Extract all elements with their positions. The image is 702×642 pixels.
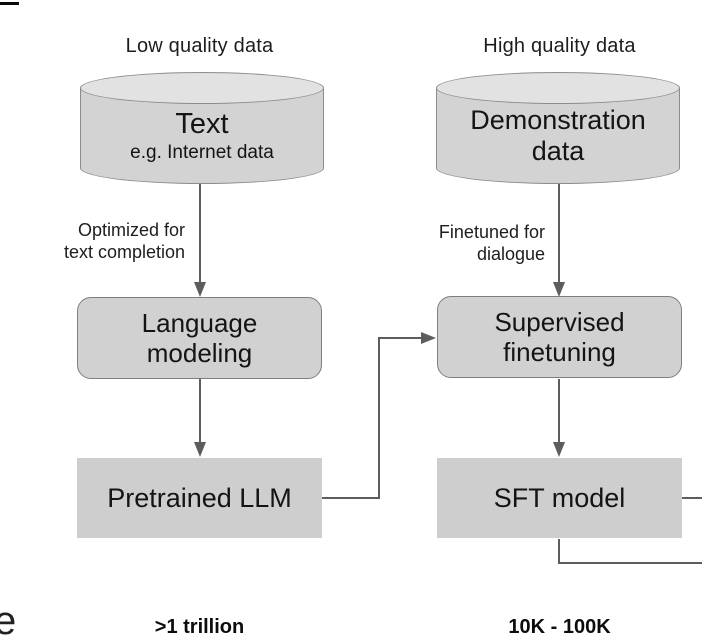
arrow-down-icon: [553, 282, 565, 297]
process-label-line1: Language: [141, 308, 258, 338]
edge-label-line2: dialogue: [476, 244, 545, 264]
datastore-title: Demonstration: [470, 105, 646, 135]
connector-shaft: [199, 379, 201, 443]
result-label: SFT model: [493, 482, 626, 513]
datastore-demonstration-labels: Demonstration data: [436, 72, 680, 184]
process-box-language-modeling: Language modeling: [77, 297, 322, 379]
cropped-text-fragment: e: [0, 599, 17, 642]
datastore-text-cylinder: Text e.g. Internet data: [80, 72, 324, 184]
arrow-down-icon: [553, 442, 565, 457]
edge-label-line2: text completion: [63, 242, 185, 262]
datastore-text-labels: Text e.g. Internet data: [80, 72, 324, 184]
scale-label-sft: 10K - 100K: [508, 616, 611, 638]
connector-shaft: [558, 184, 560, 283]
cropped-line-fragment: [0, 2, 19, 5]
quality-label-high: High quality data: [483, 35, 636, 57]
result-box-pretrained-llm: Pretrained LLM: [77, 458, 322, 538]
process-label-line1: Supervised: [494, 307, 625, 337]
connector-elbow-vertical: [378, 337, 380, 499]
process-label-line2: finetuning: [503, 337, 616, 367]
datastore-title: Text: [175, 108, 229, 140]
arrow-down-icon: [194, 282, 206, 297]
result-label: Pretrained LLM: [107, 482, 292, 513]
connector-elbow-vertical: [558, 539, 560, 564]
cylinder-body-shape: [80, 88, 324, 184]
cylinder-top-ellipse: [436, 72, 680, 104]
datastore-subtitle: e.g. Internet data: [130, 142, 274, 163]
connector-shaft: [199, 184, 201, 283]
connector-elbow-horizontal: [322, 497, 380, 499]
connector-elbow-horizontal: [380, 337, 421, 339]
cylinder-top-ellipse: [80, 72, 324, 104]
connector-exit-right: [682, 497, 702, 499]
edge-label-line1: Optimized for: [77, 220, 185, 240]
arrow-down-icon: [194, 442, 206, 457]
connector-shaft: [558, 379, 560, 443]
edge-label-line1: Finetuned for: [438, 222, 545, 242]
process-label-line2: modeling: [146, 338, 253, 368]
edge-label-finetuned: Finetuned for dialogue: [378, 221, 545, 265]
edge-label-optimized: Optimized for text completion: [18, 219, 185, 263]
process-box-supervised-finetuning: Supervised finetuning: [437, 296, 682, 378]
cylinder-body-shape: [436, 88, 680, 184]
datastore-demonstration-cylinder: Demonstration data: [436, 72, 680, 184]
scale-label-pretraining: >1 trillion: [154, 616, 245, 638]
datastore-subtitle: data: [531, 136, 585, 166]
quality-label-low: Low quality data: [125, 35, 274, 57]
result-box-sft-model: SFT model: [437, 458, 682, 538]
connector-exit-bottom-right: [558, 562, 702, 564]
arrow-right-icon: [421, 332, 436, 344]
